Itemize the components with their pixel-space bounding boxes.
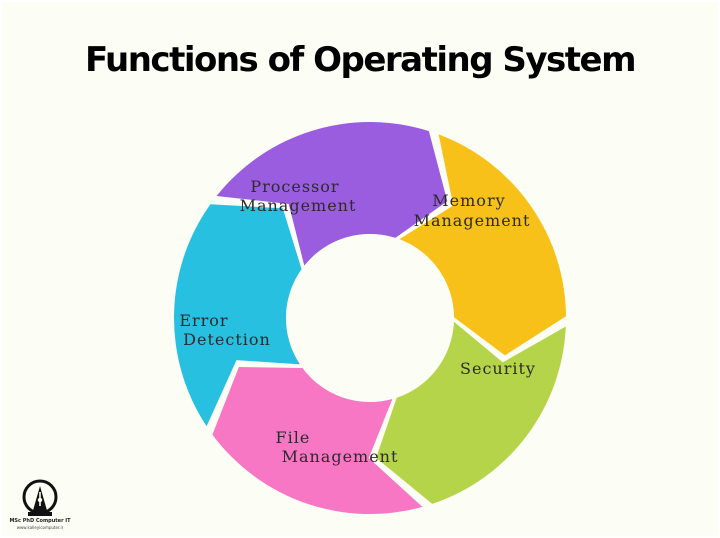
label-processor-management: Processor Management [240, 177, 357, 215]
logo-name: MSc PhD Computer IT [9, 518, 71, 524]
logo: MSc PhD Computer IT www.kalleyicomputer.… [8, 478, 72, 534]
cycle-segments [174, 122, 566, 515]
logo-url: www.kalleyicomputer.ir [16, 525, 64, 530]
segment-file-management [212, 367, 423, 515]
segment-memory-management [399, 134, 566, 356]
diagram-title: Functions of Operating System [84, 40, 637, 80]
label-error-detection: Error Detection [179, 311, 271, 349]
segment-error-detection [174, 204, 302, 427]
segment-processor-management [216, 122, 448, 266]
label-security: Security [460, 359, 536, 378]
fountain-pen-nib-icon [22, 479, 58, 516]
label-file-management: File Management [276, 428, 399, 466]
center-circle [286, 234, 454, 402]
label-memory-management: Memory Management [414, 191, 531, 230]
segment-security [376, 321, 566, 504]
